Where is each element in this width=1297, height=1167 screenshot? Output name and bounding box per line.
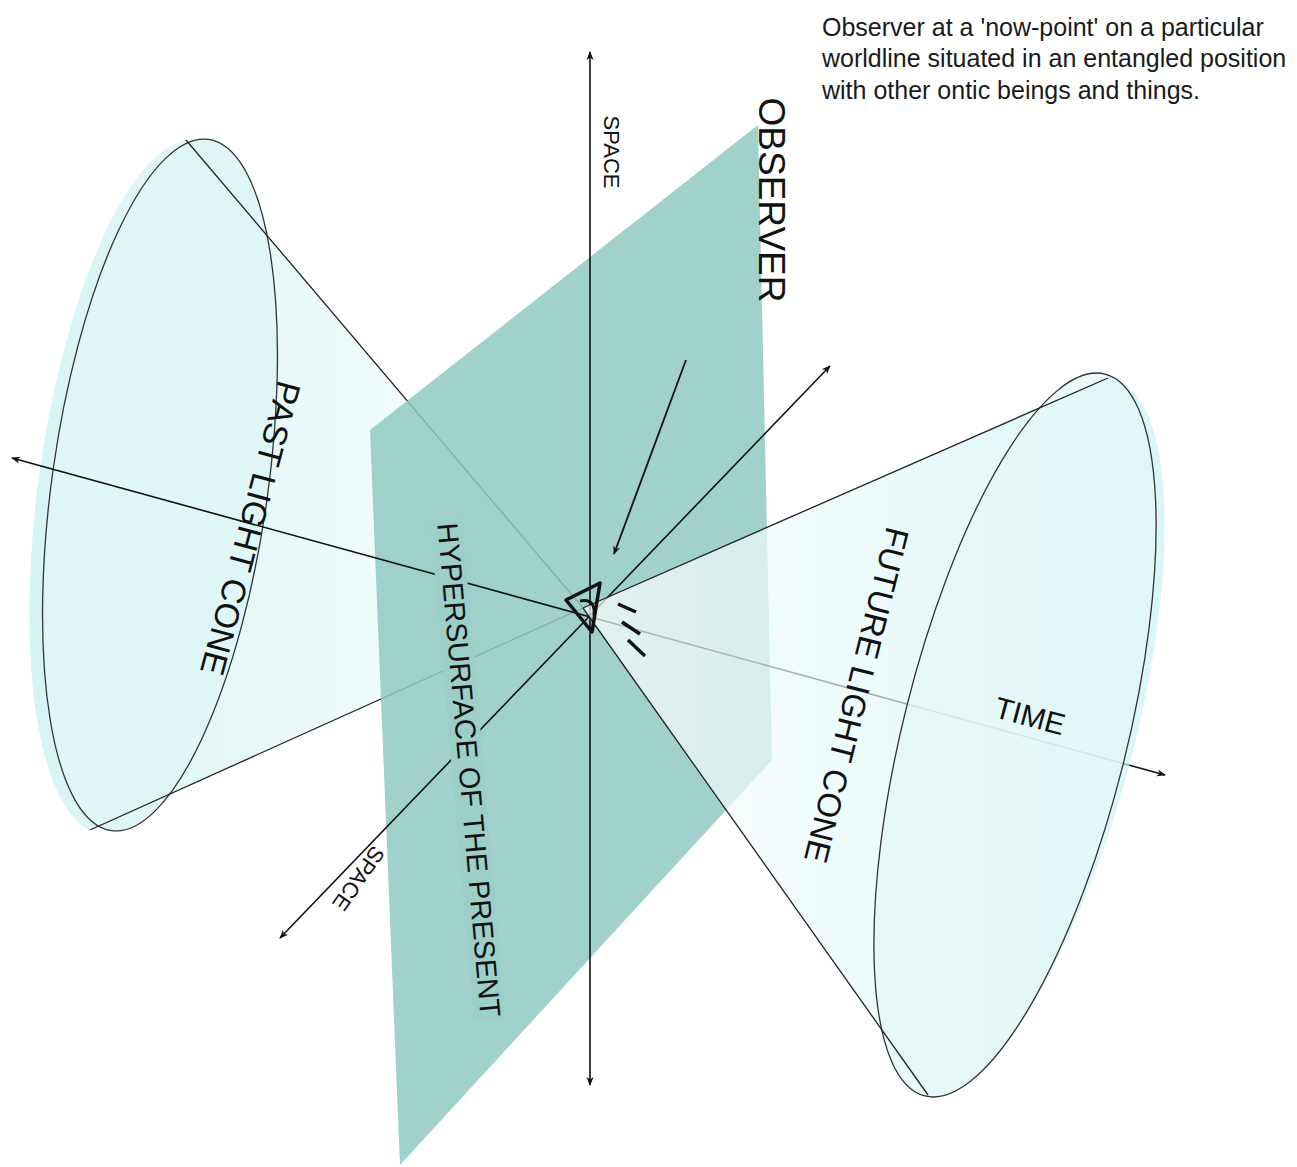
future-light-cone — [583, 347, 1214, 1123]
caption-note: Observer at a 'now-point' on a particula… — [822, 12, 1292, 106]
observer-pointer — [614, 360, 686, 554]
axis-label: SPACE — [327, 841, 389, 915]
observer-eye — [566, 583, 645, 656]
axis-label: SPACE — [599, 116, 623, 189]
observer-label: OBSERVER — [751, 98, 792, 303]
